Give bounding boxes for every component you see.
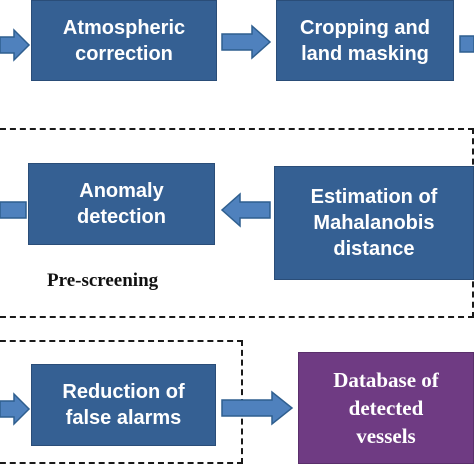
mahalanobis-line-2: Mahalanobis xyxy=(313,212,435,234)
arrow-out-of-cropping xyxy=(459,35,474,53)
database-detected-vessels-box: Database of detected vessels xyxy=(298,352,474,464)
mahalanobis-line-3: distance xyxy=(333,238,415,260)
arrow-shape xyxy=(459,35,474,53)
reduction-line-1: Reduction of xyxy=(62,381,185,403)
arrow-shape xyxy=(0,28,31,62)
cropping-line-1: Cropping and xyxy=(300,16,430,39)
anomaly-detection-box: Anomaly detection xyxy=(28,163,215,245)
arrow-shape xyxy=(0,201,27,219)
anomaly-line-1: Anomaly xyxy=(79,180,164,202)
arrow-mahalanobis-to-anomaly xyxy=(220,192,271,228)
anomaly-line-2: detection xyxy=(77,206,166,228)
atmospheric-line-1: Atmospheric xyxy=(62,16,186,39)
arrow-into-atmospheric xyxy=(0,28,31,62)
arrow-shape xyxy=(0,392,31,426)
arrow-out-of-anomaly xyxy=(0,201,27,219)
reduction-false-alarms-box: Reduction of false alarms xyxy=(31,364,216,446)
atmospheric-correction-box: Atmospheric correction xyxy=(31,0,217,81)
mahalanobis-line-1: Estimation of xyxy=(310,186,438,208)
arrow-reduction-to-database xyxy=(221,390,294,426)
reduction-line-2: false alarms xyxy=(65,407,182,429)
cropping-land-masking-box: Cropping and land masking xyxy=(276,0,454,81)
arrow-into-reduction xyxy=(0,392,31,426)
prescreening-label: Pre-screening xyxy=(47,270,159,291)
arrow-shape xyxy=(221,390,294,426)
mahalanobis-estimation-box: Estimation of Mahalanobis distance xyxy=(274,166,474,280)
database-line-3: vessels xyxy=(356,424,416,448)
arrow-shape xyxy=(220,192,271,228)
arrow-shape xyxy=(221,24,272,60)
atmospheric-line-2: correction xyxy=(75,42,173,65)
database-line-2: detected xyxy=(348,396,424,420)
arrow-atmospheric-to-cropping xyxy=(221,24,272,60)
database-line-1: Database of xyxy=(333,368,439,392)
cropping-line-2: land masking xyxy=(301,42,429,65)
